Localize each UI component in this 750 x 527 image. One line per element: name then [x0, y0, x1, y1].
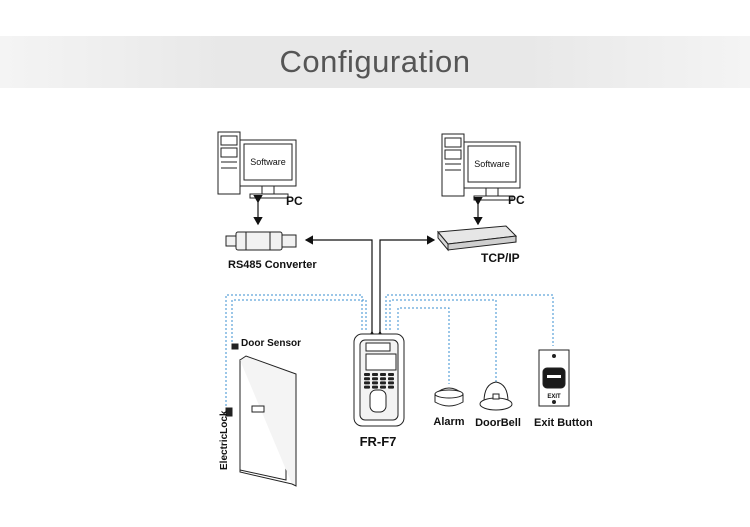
wire-doorbell [389, 299, 497, 382]
keypad-key [388, 373, 394, 376]
rs485-converter [225, 231, 297, 251]
pc-right-label: PC [508, 193, 525, 207]
keypad-key [364, 381, 370, 385]
pc-left-label: PC [286, 194, 303, 208]
keypad-key [364, 385, 370, 389]
keypad-key [372, 385, 378, 389]
doorbell [479, 381, 513, 411]
wire-alarm [397, 307, 450, 384]
keypad-key [380, 377, 386, 381]
keypad-key [372, 381, 378, 385]
software-right-label: Software [474, 159, 510, 169]
keypad-key [380, 373, 386, 376]
keypad-key [364, 377, 370, 381]
pc-left [217, 131, 297, 199]
pc-right [441, 133, 521, 201]
exit-button-label: Exit Button [534, 417, 593, 429]
keypad-key [388, 377, 394, 381]
tcpip-switch [437, 225, 518, 252]
wire-exit-button [385, 294, 554, 346]
software-left-label: Software [250, 157, 286, 167]
exit-text: EXIT [547, 394, 561, 400]
door [225, 343, 297, 487]
tcpip-to-device-link [375, 235, 436, 340]
keypad-key [388, 381, 394, 385]
keypad-key [372, 377, 378, 381]
doorbell-label: DoorBell [475, 417, 521, 429]
exit-button [538, 349, 570, 407]
tcpip-label: TCP/IP [481, 251, 520, 265]
device-label: FR-F7 [360, 434, 397, 449]
keypad-key [380, 381, 386, 385]
keypad-key [380, 385, 386, 389]
electric-lock-label: ElectricLock [219, 410, 230, 470]
keypad-key [364, 373, 370, 376]
dotted-wiring [225, 294, 554, 412]
door-sensor-label: Door Sensor [241, 338, 301, 349]
alarm [434, 387, 464, 407]
wire-door-sensor [231, 299, 367, 346]
page-title: Configuration [279, 44, 471, 79]
title-banner [0, 36, 750, 88]
wire-electric-lock [225, 294, 363, 412]
fr-f7-device [353, 333, 405, 427]
rs485-label: RS485 Converter [228, 259, 317, 271]
keypad-key [388, 385, 394, 389]
rs485-to-device-link [304, 235, 377, 340]
keypad-key [372, 373, 378, 376]
device-keypad [364, 373, 394, 389]
alarm-label: Alarm [433, 416, 464, 428]
